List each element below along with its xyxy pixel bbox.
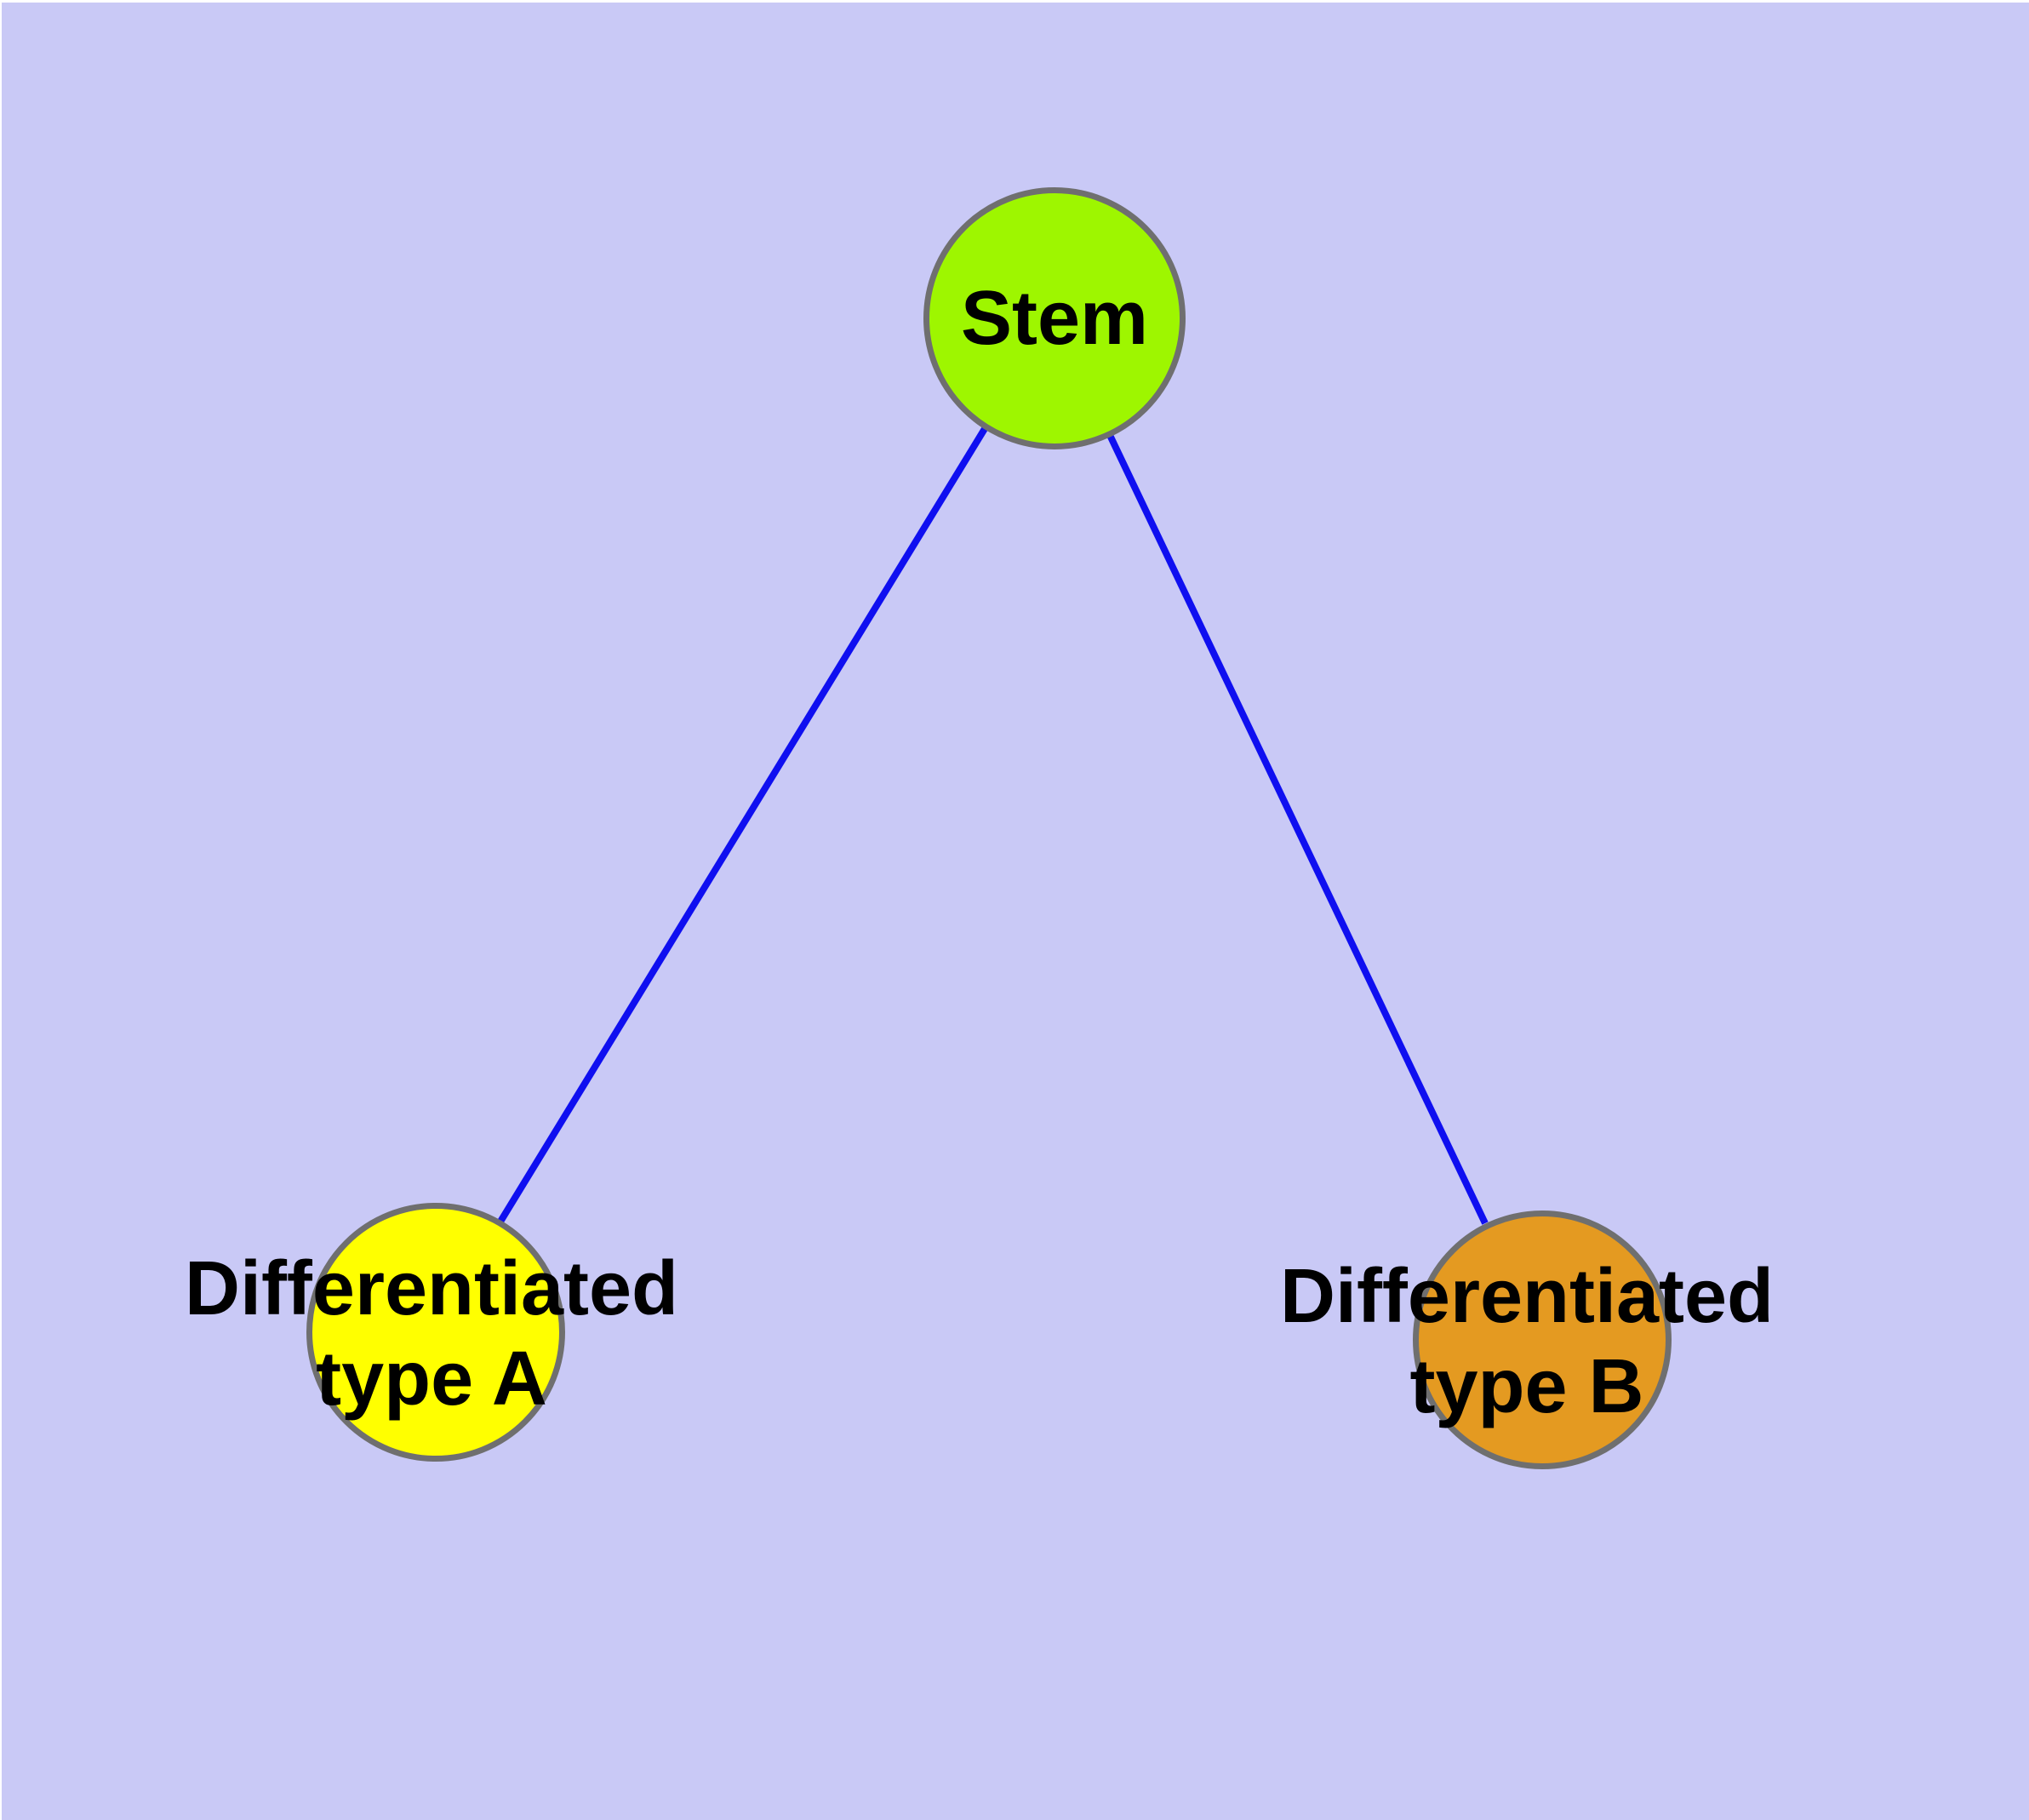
node-differentiated-type-b-label: Differentiated type B (1186, 1251, 1867, 1432)
node-stem-label-line: Stem (960, 276, 1149, 361)
node-b-label-line-1: Differentiated (1279, 1254, 1775, 1339)
node-differentiated-type-a-label: Differentiated type A (91, 1244, 772, 1424)
diagram-canvas: Stem Differentiated type A Differentiate… (2, 3, 2029, 1820)
edges-layer (497, 425, 1489, 1225)
edge-stem-to-type-b (1106, 432, 1489, 1225)
node-a-label-line-1: Differentiated (184, 1246, 679, 1331)
node-differentiated-type-a (306, 1203, 565, 1462)
node-stem-label: Stem (799, 273, 1310, 363)
node-differentiated-type-b (1413, 1210, 1672, 1469)
node-a-label-line-2: type A (316, 1336, 547, 1422)
node-b-label-line-2: type B (1409, 1344, 1644, 1429)
node-stem (923, 187, 1186, 449)
edge-stem-to-type-a (497, 425, 989, 1224)
